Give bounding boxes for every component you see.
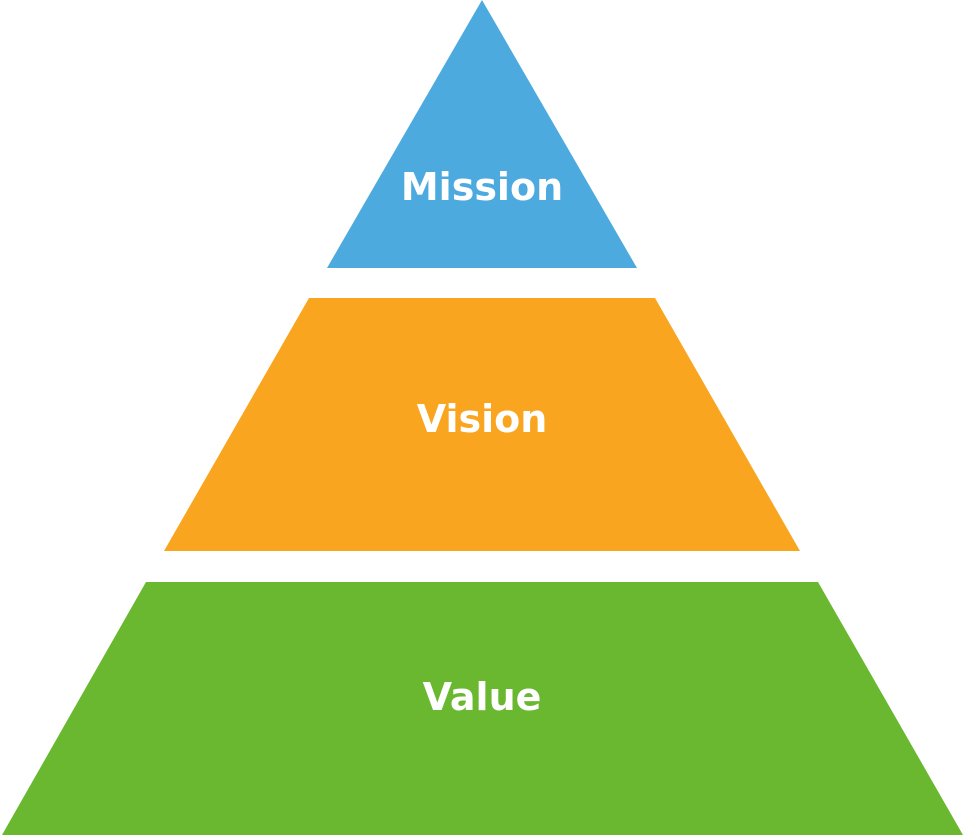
pyramid-level-vision: [164, 298, 800, 551]
pyramid-level-value: [2, 582, 963, 835]
pyramid-label-value: Value: [423, 675, 542, 719]
pyramid-label-mission: Mission: [401, 165, 563, 209]
pyramid-level-mission: [327, 0, 637, 268]
pyramid-label-vision: Vision: [417, 397, 548, 441]
